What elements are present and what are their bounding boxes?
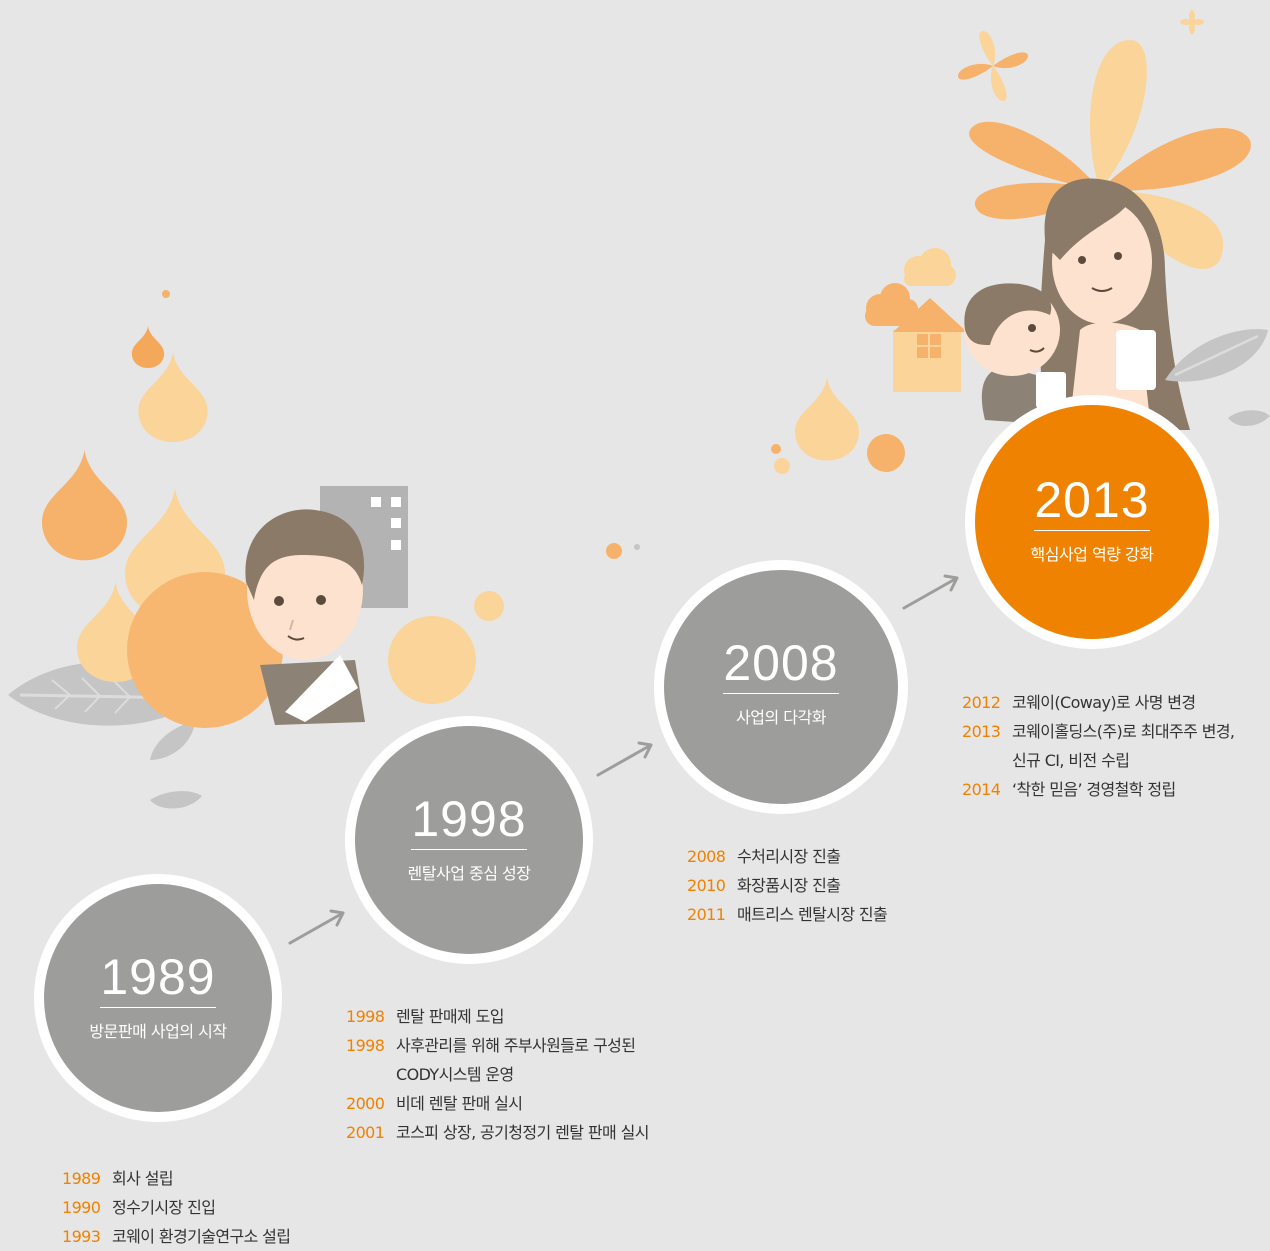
milestone-2008: 2008 사업의 다각화 [664,570,898,804]
milestone-1998: 1998 렌탈사업 중심 성장 [355,726,583,954]
man-figure [245,509,365,725]
event-item: 2014‘착한 믿음’ 경영철학 정립 [962,780,1176,799]
cloud [904,248,956,286]
event-item: CODY시스템 운영 [396,1065,514,1084]
flower-small [958,31,1028,101]
milestone-year: 1998 [411,794,527,850]
asterisk-flower [1180,10,1204,34]
cloud-orange [865,283,918,326]
milestone-2013: 2013 핵심사업 역량 강화 [975,405,1209,639]
milestone-1989: 1989 방문판매 사업의 시작 [44,884,272,1112]
milestone-year: 1989 [100,952,216,1008]
milestone-year: 2008 [723,638,839,694]
arrows [288,574,959,945]
milestone-year: 2013 [1034,475,1150,531]
milestone-caption: 방문판매 사업의 시작 [89,1022,227,1041]
child-figure [964,283,1066,425]
leaf-right [1165,329,1270,427]
milestone-caption: 사업의 다각화 [736,708,826,727]
house [893,298,967,392]
mother-figure [1040,178,1190,430]
event-item: 신규 CI, 비전 수립 [1012,751,1130,770]
leaf-small-left [150,722,202,809]
milestone-caption: 렌탈사업 중심 성장 [407,864,531,883]
milestone-caption: 핵심사업 역량 강화 [1030,545,1154,564]
